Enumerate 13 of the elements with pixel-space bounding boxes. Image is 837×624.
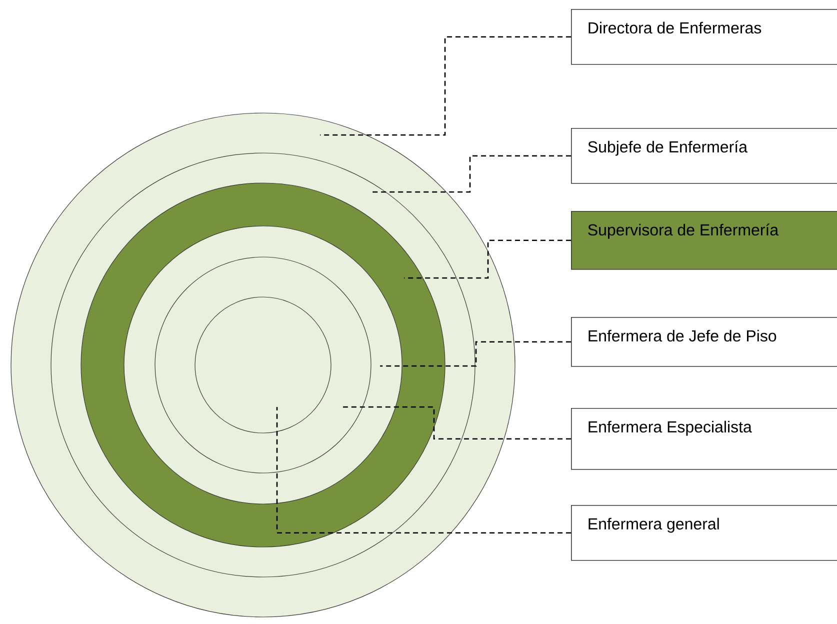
title-box: Supervisora de Enfermería <box>571 211 837 270</box>
leader-line <box>320 36 571 136</box>
leader-line <box>380 341 571 367</box>
leader-line <box>276 407 571 534</box>
leader-line <box>404 240 571 279</box>
title-box: Subjefe de Enfermería <box>571 128 837 184</box>
title-box: Enfermera de Jefe de Piso <box>571 317 837 367</box>
leader-line <box>370 155 571 193</box>
ring <box>194 296 332 434</box>
title-box: Directora de Enfermeras <box>571 9 837 65</box>
title-box: Enfermera general <box>571 505 837 561</box>
leader-line <box>343 406 571 440</box>
title-box: Enfermera Especialista <box>571 408 837 470</box>
